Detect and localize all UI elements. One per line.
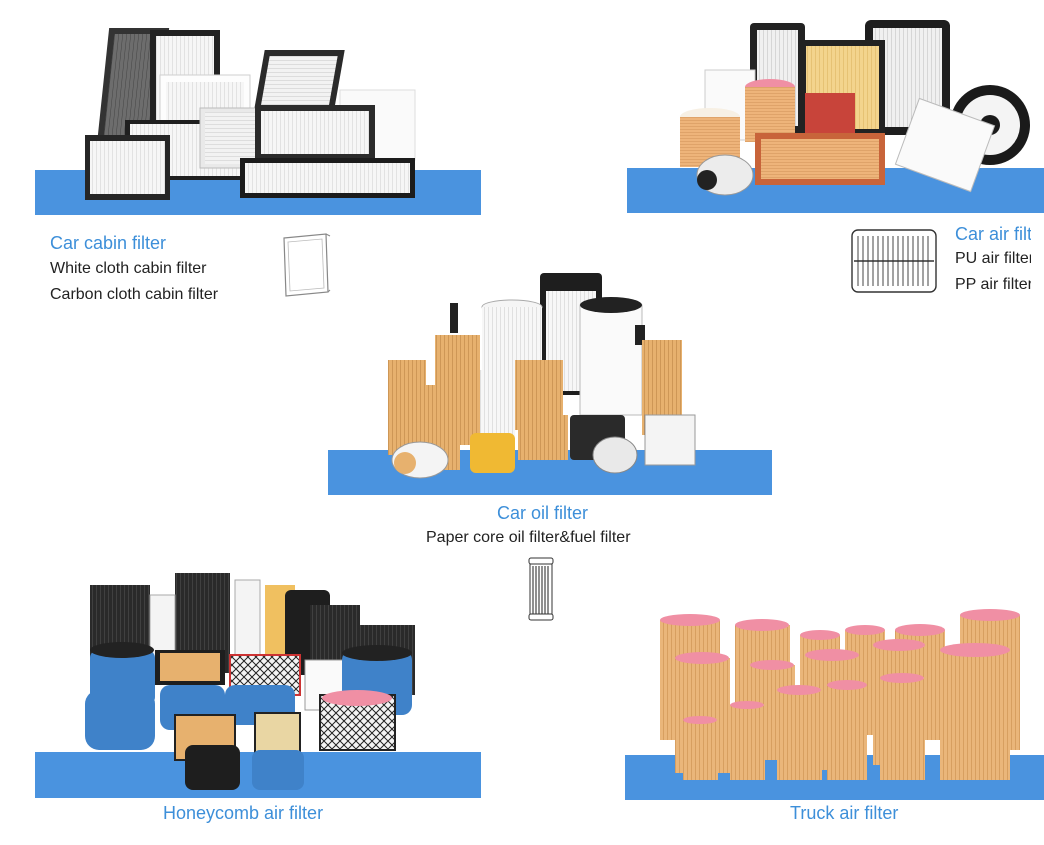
- oil-filter-title: Car oil filter: [497, 503, 589, 523]
- truck-filters-image: [660, 609, 1020, 780]
- air-filters-image: [680, 20, 1030, 196]
- cartridge-filter-icon: [528, 557, 554, 621]
- cabin-filter-line-1: White cloth cabin filter: [50, 260, 207, 277]
- air-filter-title: Car air filter: [955, 224, 1031, 244]
- air-filter-line-2: PP air filter: [955, 276, 1031, 293]
- honeycomb-filter-title: Honeycomb air filter: [163, 803, 324, 823]
- pu-air-filter-icon: [851, 229, 937, 293]
- panel-filter-icon: [283, 233, 331, 297]
- truck-filter-title: Truck air filter: [790, 803, 899, 823]
- cabin-filters-image: [85, 28, 416, 200]
- air-text-clip: Car air filter PU air filter PP air filt…: [955, 222, 1031, 302]
- oil-filter-line-1: Paper core oil filter&fuel filter: [426, 529, 631, 546]
- oil-filters-image: [388, 273, 696, 479]
- honeycomb-filters-image: [85, 573, 415, 790]
- cabin-filter-line-2: Carbon cloth cabin filter: [50, 286, 219, 303]
- air-filter-line-1: PU air filter: [955, 250, 1031, 267]
- cabin-filter-title: Car cabin filter: [50, 233, 167, 253]
